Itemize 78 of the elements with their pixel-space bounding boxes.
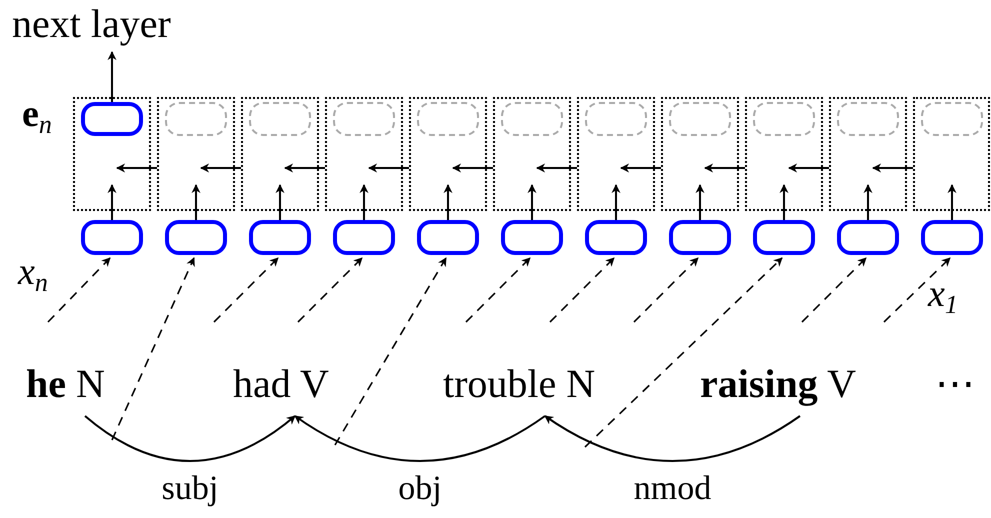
dashed-state-pill — [333, 102, 395, 136]
dashed-arrow — [584, 257, 783, 448]
dashed-state-pill — [669, 102, 731, 136]
arrow — [948, 184, 956, 220]
arrow — [544, 415, 801, 462]
arrow — [864, 184, 872, 220]
input-pill — [333, 220, 395, 255]
arrow — [872, 164, 913, 172]
arrow — [84, 415, 296, 462]
arrow — [704, 164, 745, 172]
arrow — [620, 164, 661, 172]
dashed-arrow — [297, 257, 363, 323]
arrow — [612, 184, 620, 220]
dotted-cell-box — [577, 97, 655, 211]
dotted-cell-box — [661, 97, 739, 211]
arrow — [788, 164, 829, 172]
dotted-cell-box — [409, 97, 487, 211]
arrow — [200, 164, 241, 172]
token-label: raising V — [700, 360, 856, 408]
dashed-arrow — [111, 257, 195, 440]
dashed-arrow — [633, 257, 699, 323]
input-pill — [249, 220, 311, 255]
dashed-state-pill — [837, 102, 899, 136]
dotted-cell-box — [493, 97, 571, 211]
input-pill — [417, 220, 479, 255]
arrow — [696, 184, 704, 220]
dashed-state-pill — [249, 102, 311, 136]
dashed-arrow — [801, 257, 867, 323]
token-label: he N — [26, 360, 105, 408]
arrow — [294, 415, 546, 462]
dashed-state-pill — [165, 102, 227, 136]
arrow — [360, 184, 368, 220]
dashed-state-pill — [417, 102, 479, 136]
dashed-arrow — [47, 257, 111, 323]
dotted-cell-box — [73, 97, 151, 211]
dashed-arrow — [883, 257, 951, 323]
arrow — [368, 164, 409, 172]
dotted-cell-box — [325, 97, 403, 211]
dotted-cell-box — [913, 97, 990, 211]
input-pill — [753, 220, 815, 255]
dotted-cell-box — [157, 97, 235, 211]
input-pill — [501, 220, 563, 255]
dashed-arrow — [334, 257, 447, 446]
input-label: x$_{n}$ — [18, 250, 48, 294]
dotted-cell-box — [745, 97, 823, 211]
input-pill — [81, 220, 143, 255]
arrow — [528, 184, 536, 220]
input-pill — [165, 220, 227, 255]
state-label: e$_{n}$ — [22, 92, 52, 136]
arrow — [780, 184, 788, 220]
input-pill — [585, 220, 647, 255]
token-label: trouble N — [443, 360, 596, 408]
dashed-state-pill — [753, 102, 815, 136]
arrow — [284, 164, 325, 172]
dashed-arrow — [213, 257, 279, 323]
input-pill — [669, 220, 731, 255]
token-label: had V — [233, 360, 329, 408]
arrow — [452, 164, 493, 172]
input-pill — [921, 220, 983, 255]
dashed-state-pill — [921, 102, 983, 136]
arrow — [276, 184, 284, 220]
input-pill — [837, 220, 899, 255]
arrow — [108, 184, 116, 220]
input-label: x$_{1}$ — [928, 272, 958, 316]
arrow — [108, 51, 116, 102]
output-label: next layer — [12, 0, 171, 48]
dashed-arrow — [549, 257, 615, 323]
dashed-arrow — [465, 257, 531, 323]
dotted-cell-box — [241, 97, 319, 211]
arrow — [444, 184, 452, 220]
dashed-state-pill — [585, 102, 647, 136]
token-label: ⋯ — [935, 360, 975, 408]
dashed-state-pill — [501, 102, 563, 136]
state-pill — [81, 102, 143, 136]
arrow — [192, 184, 200, 220]
dotted-cell-box — [829, 97, 907, 211]
arrow — [116, 164, 157, 172]
arrow — [536, 164, 577, 172]
